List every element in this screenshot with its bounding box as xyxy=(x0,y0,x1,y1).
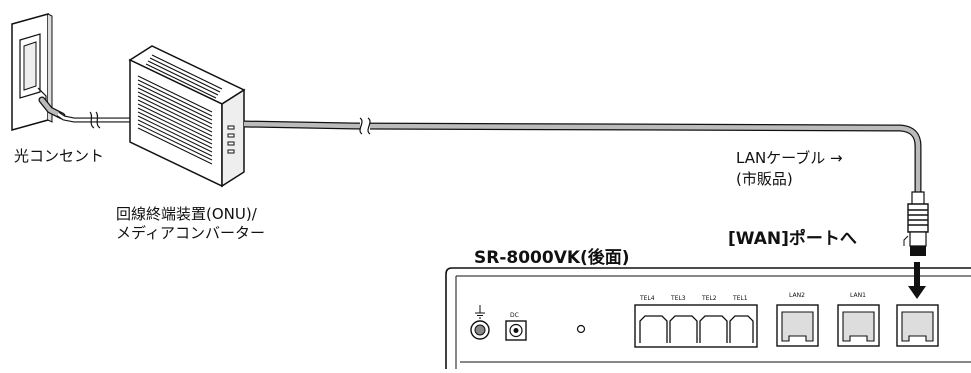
cable-label-line2: (市販品) xyxy=(736,170,793,188)
tel1-label: TEL1 xyxy=(732,295,748,302)
fiber-cable xyxy=(38,96,148,129)
lan-cable xyxy=(243,117,922,200)
lan1-port: LAN1 xyxy=(837,292,880,347)
onu-led-icons xyxy=(227,125,235,154)
model-label: SR-8000VK(後面) xyxy=(474,248,630,268)
ground-icon xyxy=(470,305,490,340)
dc-jack: DC xyxy=(505,312,527,341)
tel4-label: TEL4 xyxy=(639,295,655,302)
reset-hole xyxy=(576,324,586,334)
lan-connector-icon xyxy=(903,191,929,256)
lan2-port: LAN2 xyxy=(776,292,819,347)
onu-label-line2: メディアコンバーター xyxy=(116,224,265,242)
dc-label: DC xyxy=(510,312,519,319)
tel3-label: TEL3 xyxy=(670,295,686,302)
wan-instruction-label: [WAN]ポートへ xyxy=(728,229,857,249)
onu-label-line1: 回線終端装置(ONU)/ xyxy=(116,205,257,223)
cable-label-line1: LANケーブル → xyxy=(736,149,843,167)
arrow-down-icon xyxy=(908,262,926,299)
onu-device xyxy=(128,45,246,188)
optical-outlet xyxy=(11,13,53,131)
tel2-label: TEL2 xyxy=(701,295,717,302)
wan-port xyxy=(896,304,939,347)
lan2-label: LAN2 xyxy=(789,292,805,299)
outlet-label: 光コンセント xyxy=(14,147,105,165)
tel-ports: TEL4 TEL3 TEL2 TEL1 xyxy=(634,295,758,348)
router-rear-panel: DC TEL4 TEL3 TEL2 TEL1 LAN2 xyxy=(445,267,971,369)
lan1-label: LAN1 xyxy=(850,292,866,299)
